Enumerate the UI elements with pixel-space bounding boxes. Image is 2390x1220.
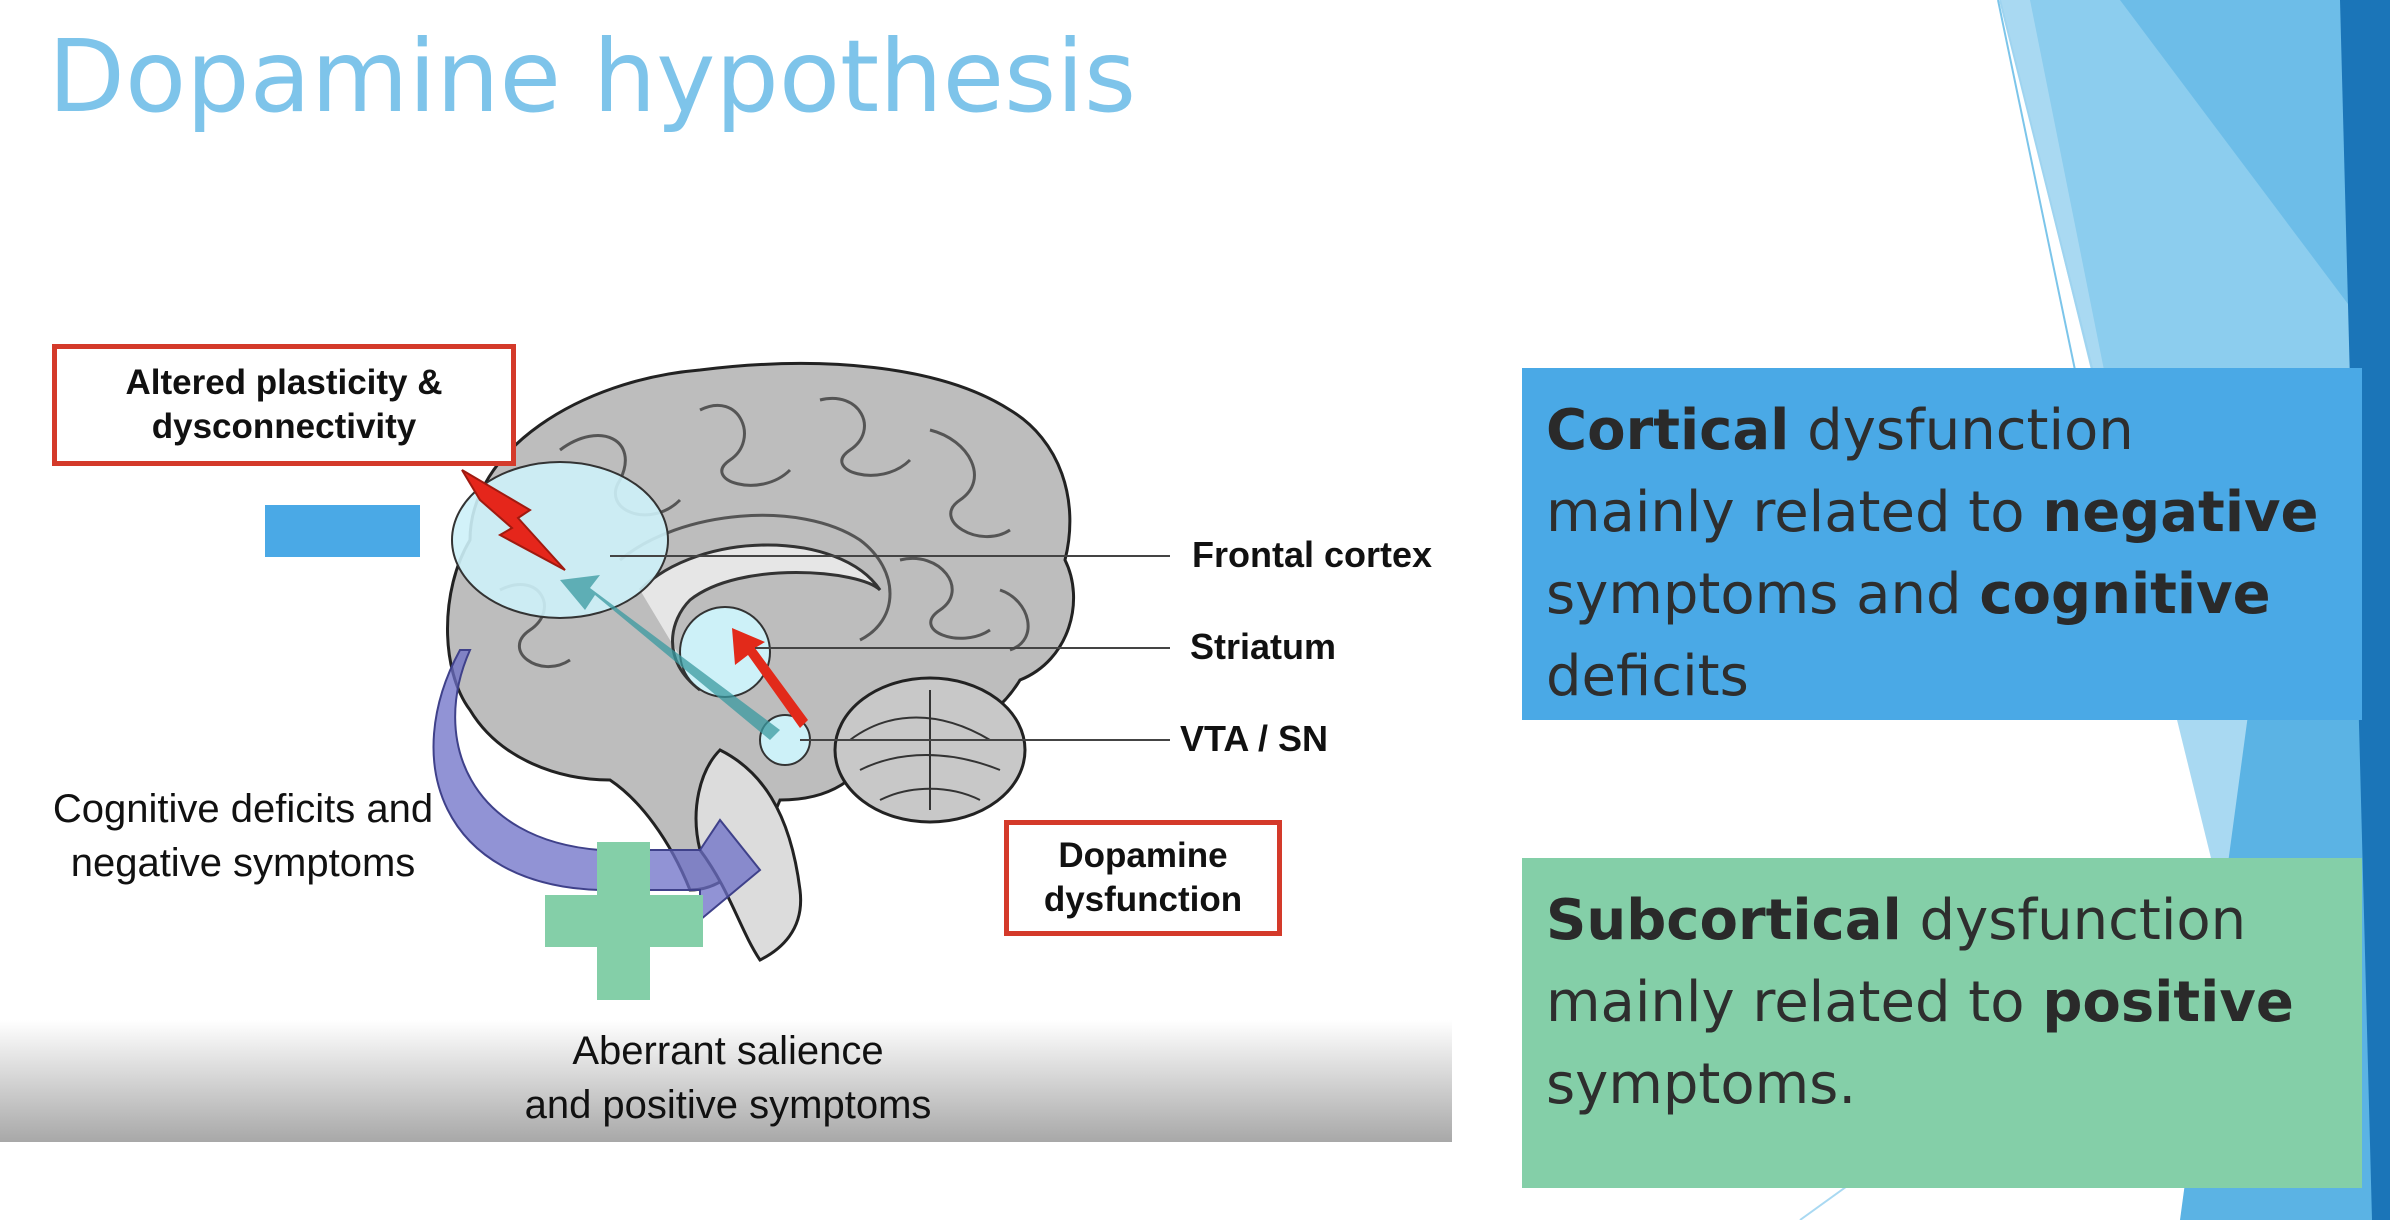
subcortical-bold: Subcortical <box>1546 888 1902 953</box>
negative-bold: negative <box>2042 480 2319 545</box>
box-altered-plasticity-line2: dysconnectivity <box>151 407 417 446</box>
box-altered-plasticity: Altered plasticity & dysconnectivity <box>52 344 516 466</box>
plus-icon <box>545 842 703 1000</box>
cognitive-line2: negative symptoms <box>70 841 416 885</box>
salience-line2: and positive symptoms <box>524 1083 932 1127</box>
cognitive-line1: Cognitive deficits and <box>52 787 434 831</box>
aberrant-salience-text: Aberrant salience and positive symptoms <box>478 1024 978 1132</box>
cortical-text-2: dysfunction mainly related to <box>1546 398 2134 545</box>
salience-line1: Aberrant salience <box>572 1029 884 1073</box>
label-frontal-cortex: Frontal cortex <box>1192 534 1433 575</box>
box-altered-plasticity-line1: Altered plasticity & <box>125 363 443 402</box>
cortical-text-6: deficits <box>1546 644 1749 709</box>
lightning-bolt-icon <box>461 469 566 571</box>
positive-bold: positive <box>2042 970 2294 1035</box>
label-vta-sn: VTA / SN <box>1180 718 1329 759</box>
mesocortical-arrow <box>560 575 780 740</box>
minus-icon <box>265 505 420 557</box>
subcortical-text-4: symptoms. <box>1546 1052 1857 1117</box>
subcortical-dysfunction-box: Subcortical dysfunction mainly related t… <box>1522 858 2362 1188</box>
slide-title: Dopamine hypothesis <box>48 18 1137 135</box>
box-dopamine-line2: dysfunction <box>1043 880 1243 919</box>
label-striatum: Striatum <box>1190 626 1337 667</box>
box-dopamine-dysfunction: Dopamine dysfunction <box>1004 820 1282 936</box>
cognitive-bold: cognitive <box>1979 562 2271 627</box>
cortical-dysfunction-box: Cortical dysfunction mainly related to n… <box>1522 368 2362 720</box>
gradient-floor <box>0 1020 1452 1142</box>
mesolimbic-arrow <box>732 628 808 728</box>
box-dopamine-line1: Dopamine <box>1058 836 1228 875</box>
brain-illustration <box>0 362 1452 1142</box>
cortical-bold: Cortical <box>1546 398 1790 463</box>
cognitive-deficits-text: Cognitive deficits and negative symptoms <box>18 782 468 890</box>
subcortical-text-2: dysfunction mainly related to <box>1546 888 2247 1035</box>
brain-diagram: Frontal cortex Striatum VTA / SN Altered… <box>0 330 1452 1160</box>
cortical-text-4: symptoms and <box>1546 562 1980 627</box>
